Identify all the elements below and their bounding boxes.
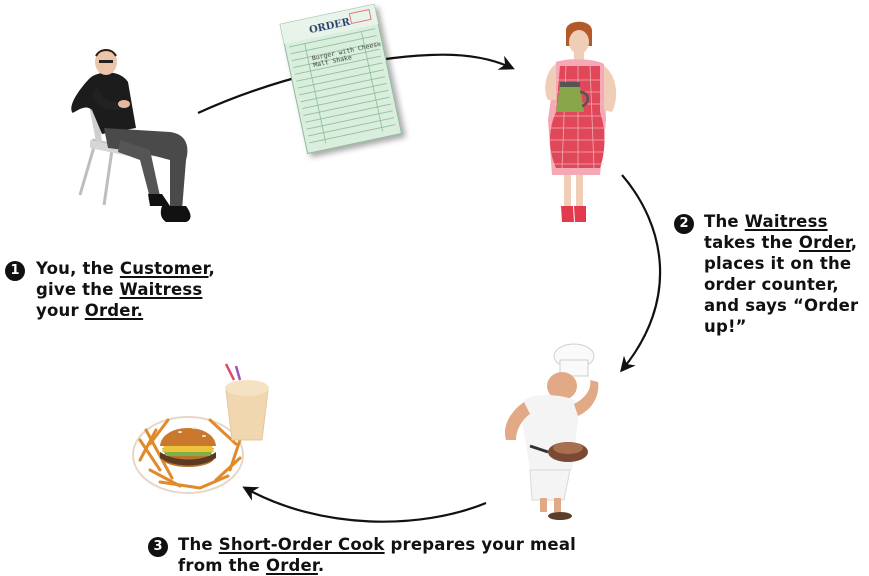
caption-text: The: [704, 212, 745, 231]
caption-text: from the: [178, 556, 266, 575]
step-2-badge: 2: [674, 214, 694, 234]
caption-text: prepares your meal: [384, 535, 577, 554]
step-2-line: order counter,: [704, 274, 858, 295]
step-2-line: and says “Order: [704, 295, 858, 316]
step-1-line: You, the Customer,: [36, 258, 215, 279]
arrow-waitress-to-cook: [620, 174, 662, 373]
waitress-figure: [545, 21, 617, 222]
key-term: Customer: [119, 259, 209, 278]
step-1-line: your Order.: [36, 300, 215, 321]
meal-plate: [132, 363, 269, 494]
customer-figure: [71, 49, 191, 222]
caption-text: order counter,: [704, 275, 839, 294]
caption-text: The: [178, 535, 219, 554]
caption-text: and says “Order: [704, 296, 859, 315]
milkshake: [224, 363, 269, 441]
caption-text: your: [36, 301, 85, 320]
step-2-line: takes the Order,: [704, 232, 858, 253]
caption-text: You, the: [36, 259, 120, 278]
caption-text: .: [317, 556, 325, 575]
key-term: Order.: [84, 301, 144, 320]
arrow-cook-to-meal: [242, 486, 487, 523]
caption-text: up!”: [704, 317, 747, 336]
cook-figure: [504, 343, 599, 520]
frying-pan: [529, 442, 588, 462]
key-term: Order: [265, 556, 318, 575]
step-2-line: places it on the: [704, 253, 858, 274]
key-term: Order: [798, 233, 851, 252]
caption-text: give the: [36, 280, 120, 299]
caption-text: ,: [208, 259, 215, 278]
key-term: Waitress: [119, 280, 203, 299]
key-term: Short-Order Cook: [218, 535, 385, 554]
caption-text: places it on the: [704, 254, 852, 273]
step-3-badge: 3: [148, 537, 168, 557]
caption-text: ,: [850, 233, 858, 252]
coffee-pot: [556, 82, 589, 112]
step-1-badge: 1: [5, 261, 25, 281]
step-2-line: The Waitress: [704, 211, 858, 232]
order-ticket: ORDER Burger with Cheese Malt Shake: [279, 3, 403, 155]
step-2-line: up!”: [704, 316, 858, 337]
key-term: Waitress: [744, 212, 828, 231]
caption-text: takes the: [704, 233, 799, 252]
step-3-line: from the Order.: [178, 555, 576, 576]
arrow-customer-to-waitress: [197, 53, 515, 115]
step-1-line: give the Waitress: [36, 279, 215, 300]
step-3-line: The Short-Order Cook prepares your meal: [178, 534, 576, 555]
